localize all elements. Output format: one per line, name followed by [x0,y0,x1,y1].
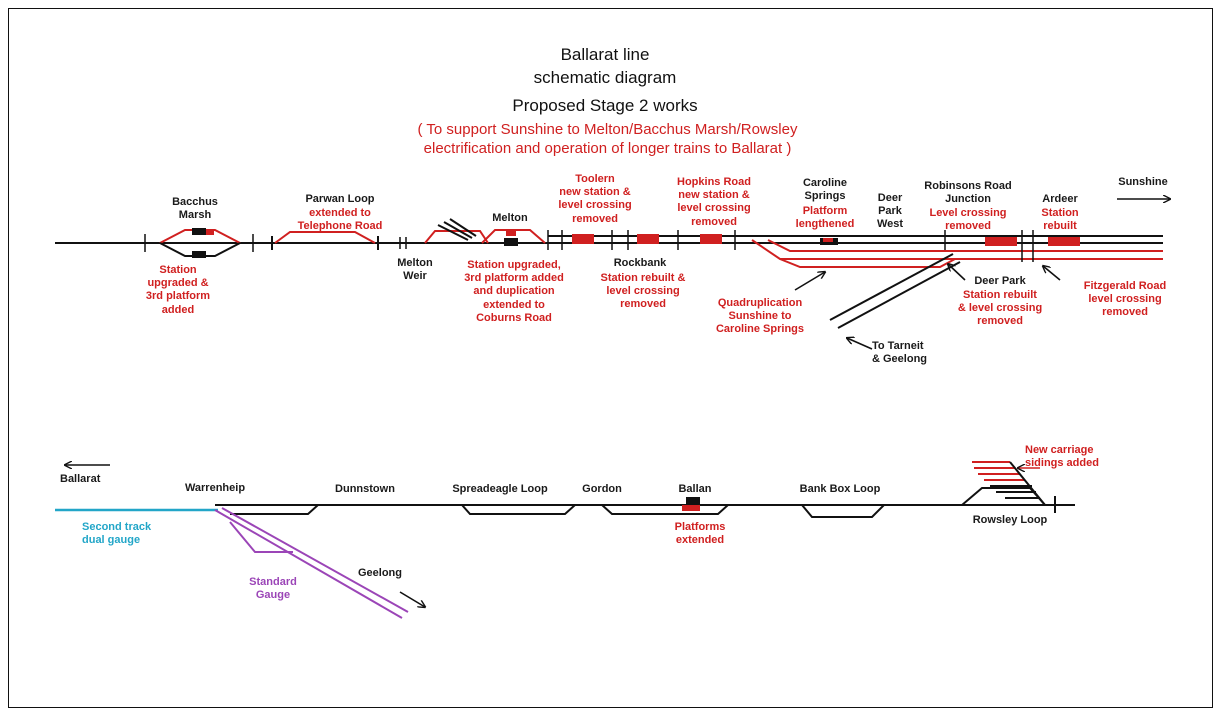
label-geelong: Geelong [357,567,402,579]
note-deer-park: Station rebuilt & level crossing removed [957,289,1043,328]
label-standard-gauge: Standard Gauge [249,576,297,602]
note-hopkins-road: Hopkins Road new station & level crossin… [677,176,751,228]
upper-arrows [794,199,1170,350]
track-schematic [55,0,1213,619]
label-rowsley-loop: Rowsley Loop [972,514,1048,526]
note-toolern: Toolern new station & level crossing rem… [558,173,632,225]
label-ardeer: Ardeer [1042,193,1078,205]
label-melton: Melton [492,212,528,224]
standard-gauge-track [214,507,409,619]
note-robinsons-road: Level crossing removed [929,207,1007,233]
label-sunshine: Sunshine [1118,176,1168,188]
label-bank-box-loop: Bank Box Loop [799,483,881,495]
parwan-loop [271,231,379,250]
tarneit-branch [829,253,961,329]
title-line-3: Proposed Stage 2 works [512,96,698,115]
rowsley-sidings [972,461,1046,506]
note-ardeer: Station rebuilt [1041,207,1079,233]
note-bacchus-marsh: Station upgraded & 3rd platform added [145,264,211,316]
label-parwan-loop: Parwan Loop [305,193,375,205]
label-rockbank: Rockbank [613,257,667,269]
label-tarneit: To Tarneit & Geelong [872,340,928,366]
label-robinsons-road: Robinsons Road Junction [924,180,1012,206]
label-deer-park-west: Deer Park West [876,192,904,231]
note-ballan: Platforms extended [674,521,726,547]
note-melton: Station upgraded, 3rd platform added and… [464,259,564,324]
title-line-1: Ballarat line [560,45,650,64]
label-spreadeagle-loop: Spreadeagle Loop [452,483,548,495]
subtitle: ( To support Sunshine to Melton/Bacchus … [417,121,798,157]
label-dunnstown: Dunnstown [335,483,395,495]
note-parwan-loop: extended to Telephone Road [297,207,383,233]
note-caroline-springs: Platform lengthened [795,205,855,231]
label-gordon: Gordon [582,483,622,495]
ballan-station [682,497,700,511]
label-warrenheip: Warrenheip [184,482,246,494]
note-quadruplication: Quadruplication Sunshine to Caroline Spr… [715,297,805,336]
label-ballarat: Ballarat [60,473,101,485]
label-second-track: Second track dual gauge [82,521,152,547]
works-blocks [572,234,1080,246]
bacchus-marsh-loop [159,228,241,258]
lower-main-line [215,487,1075,518]
label-ballan: Ballan [678,483,712,495]
lower-arrows [65,465,1040,607]
label-caroline-springs: Caroline Springs [802,177,847,203]
label-deer-park: Deer Park [974,275,1026,287]
label-melton-weir: Melton Weir [397,257,433,283]
title-line-2: schematic diagram [533,68,677,87]
note-fitzgerald-road: Fitzgerald Road level crossing removed [1083,280,1167,319]
label-bacchus-marsh: Bacchus Marsh [172,196,218,222]
upper-ticks [144,230,1034,262]
melton-station [424,218,546,246]
note-rowsley: New carriage sidings added [1025,444,1099,470]
note-rockbank: Station rebuilt & level crossing removed [600,272,686,311]
